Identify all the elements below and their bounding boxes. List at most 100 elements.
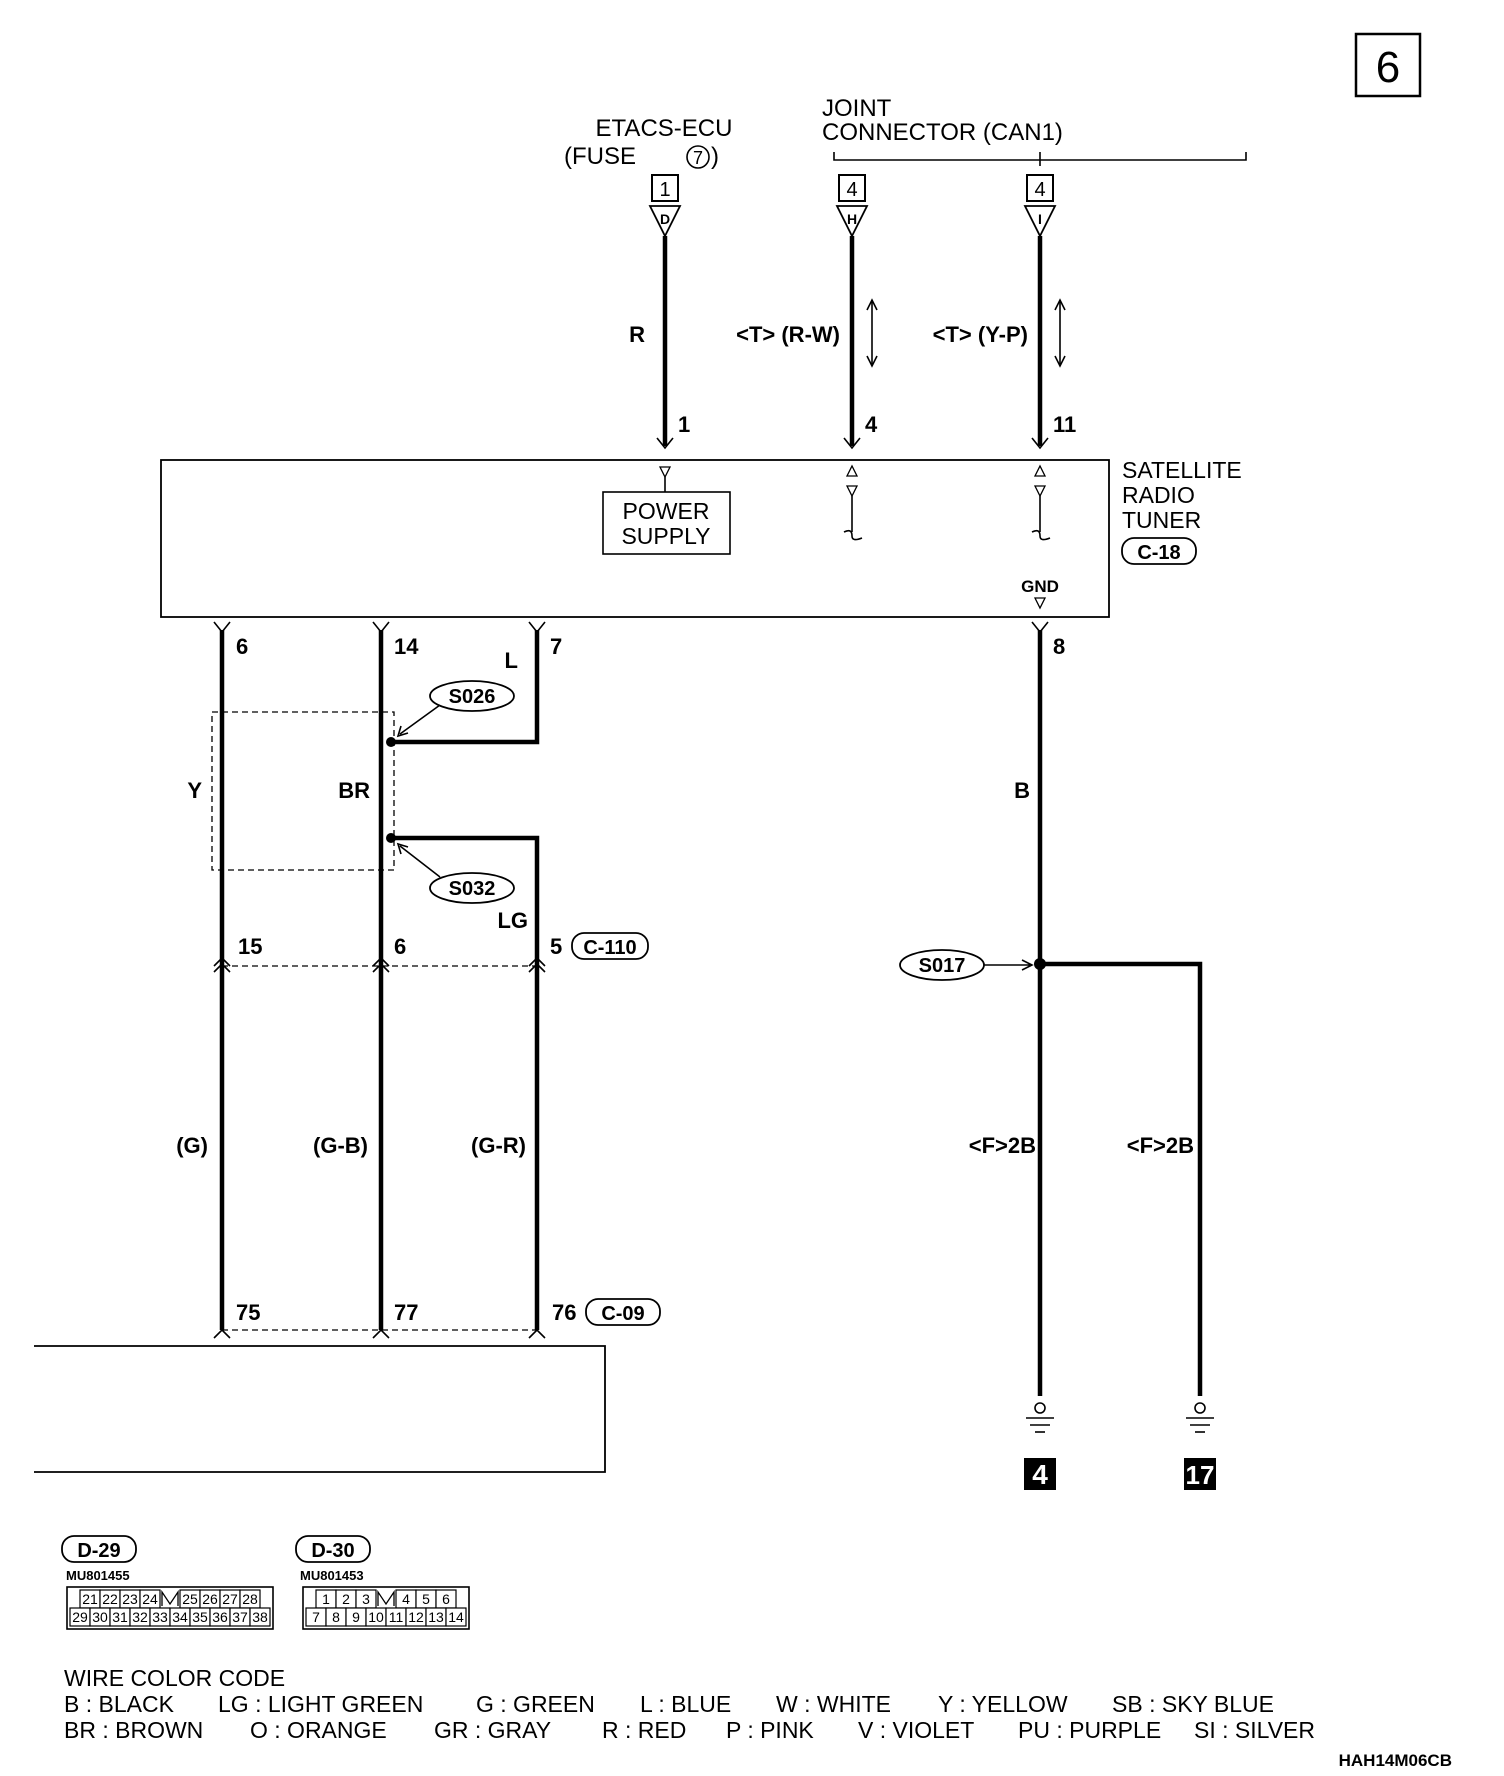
etacs-fuse-number: 7 bbox=[693, 148, 703, 168]
connector-cavity-number: 34 bbox=[172, 1609, 188, 1625]
legend-entry: LG : LIGHT GREEN bbox=[218, 1691, 423, 1717]
lower-component-box bbox=[34, 1345, 606, 1473]
connector-cavity-number: 12 bbox=[408, 1609, 424, 1625]
connector-c09-label: C-09 bbox=[601, 1303, 644, 1325]
input-triangle bbox=[658, 466, 672, 479]
connector-cavity-number: 30 bbox=[92, 1609, 108, 1625]
wire-color-y: Y bbox=[187, 778, 202, 803]
connector-c18: C-18 bbox=[1137, 542, 1180, 564]
etacs-ecu-title: ETACS-ECU bbox=[596, 115, 733, 142]
connector-cavity-number: 4 bbox=[402, 1591, 410, 1607]
legend-row-1: B : BLACK LG : LIGHT GREEN G : GREEN L : BL… bbox=[64, 1691, 1274, 1717]
connector-cavity-number: 21 bbox=[82, 1591, 98, 1607]
legend-entry: Y : YELLOW bbox=[938, 1691, 1068, 1717]
c09-pin-77: 77 bbox=[394, 1300, 418, 1325]
d29-name: D-29 bbox=[77, 1540, 120, 1562]
wire-color-br: BR bbox=[338, 778, 370, 803]
connector-cavity-number: 36 bbox=[212, 1609, 228, 1625]
pin-number-8: 8 bbox=[1053, 634, 1065, 659]
connector-joint-i: 4 I bbox=[1023, 174, 1057, 239]
splice-dot-s017 bbox=[1034, 958, 1046, 970]
connector-box-number: 4 bbox=[846, 179, 857, 201]
wire-b-branch bbox=[1040, 961, 1203, 1396]
wire-color-g-b: (G-B) bbox=[313, 1133, 368, 1158]
splice-s017: S017 bbox=[919, 955, 966, 977]
legend-entry: BR : BROWN bbox=[64, 1717, 203, 1743]
splice-pointer bbox=[396, 842, 441, 878]
pin-number-11: 11 bbox=[1053, 412, 1076, 437]
splice-label-s026 bbox=[429, 680, 515, 712]
connector-cavity-number: 26 bbox=[202, 1591, 218, 1607]
legend-entry: G : GREEN bbox=[476, 1691, 595, 1717]
connector-cavity-number: 5 bbox=[422, 1591, 430, 1607]
pin-tick bbox=[1031, 437, 1049, 450]
can-io-symbol bbox=[1031, 464, 1051, 541]
connector-cavity bbox=[445, 1607, 467, 1627]
ground-number-17: 17 bbox=[1186, 1460, 1215, 1490]
satellite-radio-tuner-box bbox=[160, 459, 1110, 618]
connector-cavity-number: 25 bbox=[182, 1591, 198, 1607]
ground-symbol-17: 17 bbox=[1184, 1402, 1216, 1490]
connector-key-notch bbox=[161, 1589, 179, 1606]
power-supply-box bbox=[602, 491, 731, 555]
connector-pin-triangle bbox=[835, 205, 869, 239]
wire-color-r: R bbox=[629, 322, 645, 347]
legend-entry: W : WHITE bbox=[776, 1691, 891, 1717]
connector-cavity-number: 27 bbox=[222, 1591, 238, 1607]
shielded-section bbox=[211, 711, 395, 871]
legend-entry: B : BLACK bbox=[64, 1691, 175, 1717]
c09-pin-75: 75 bbox=[236, 1300, 260, 1325]
connector-cavity-number: 24 bbox=[142, 1591, 158, 1607]
joint-connector-title-1: JOINT bbox=[822, 95, 892, 122]
connector-tag-d30 bbox=[295, 1535, 371, 1563]
d30-part-number: MU801453 bbox=[300, 1568, 364, 1583]
tuner-label-2: RADIO bbox=[1122, 482, 1195, 508]
connector-tag-c18 bbox=[1121, 537, 1197, 565]
connector-pin-letter: I bbox=[1038, 211, 1042, 227]
pin-number-14: 14 bbox=[394, 634, 419, 659]
ground-symbol-4: 4 bbox=[1024, 1402, 1056, 1490]
gnd-triangle bbox=[1033, 597, 1047, 610]
wire-l bbox=[391, 630, 540, 745]
pin-number-7: 7 bbox=[550, 634, 562, 659]
connector-cavity-number: 11 bbox=[389, 1609, 404, 1625]
connector-cavity-number: 35 bbox=[192, 1609, 208, 1625]
legend-entry: GR : GRAY bbox=[434, 1717, 551, 1743]
connector-c09 bbox=[213, 1328, 546, 1339]
connector-c110 bbox=[213, 956, 546, 973]
splice-s032: S032 bbox=[449, 878, 496, 900]
legend-entry: L : BLUE bbox=[640, 1691, 731, 1717]
d30-name: D-30 bbox=[311, 1540, 354, 1562]
splice-dot-s026 bbox=[386, 737, 396, 747]
connector-pin-letter: D bbox=[660, 211, 670, 227]
wire-color-lg: LG bbox=[497, 908, 528, 933]
legend-entry: P : PINK bbox=[726, 1717, 814, 1743]
pin-number-4: 4 bbox=[865, 412, 878, 437]
connector-c110-label: C-110 bbox=[583, 937, 636, 959]
connector-cavity-number: 38 bbox=[252, 1609, 268, 1625]
pin-tick bbox=[656, 437, 674, 450]
splice-label-s032 bbox=[429, 872, 515, 904]
drawing-code: HAH14M06CB bbox=[1339, 1751, 1452, 1770]
connector-cavity-number: 9 bbox=[352, 1609, 360, 1625]
splice-dot-s032 bbox=[386, 833, 396, 843]
wire-color-b: B bbox=[1014, 778, 1030, 803]
legend-entry: PU : PURPLE bbox=[1018, 1717, 1161, 1743]
fuse-number-circle bbox=[686, 145, 710, 169]
c110-pin-15: 15 bbox=[238, 934, 262, 959]
legend-entry: SI : SILVER bbox=[1194, 1717, 1315, 1743]
connector-cavity-number: 6 bbox=[442, 1591, 450, 1607]
connector-pin-letter: H bbox=[847, 211, 857, 227]
connector-tag-c110 bbox=[571, 932, 649, 960]
connector-box-number: 1 bbox=[659, 179, 670, 201]
pin-tick bbox=[843, 437, 861, 450]
c09-pin-76: 76 bbox=[552, 1300, 576, 1325]
connector-cavity-number: 1 bbox=[322, 1591, 330, 1607]
pin-number-6: 6 bbox=[236, 634, 248, 659]
connector-cavity-number: 2 bbox=[342, 1591, 350, 1607]
wire-color-y-p: <T> (Y-P) bbox=[933, 322, 1028, 347]
